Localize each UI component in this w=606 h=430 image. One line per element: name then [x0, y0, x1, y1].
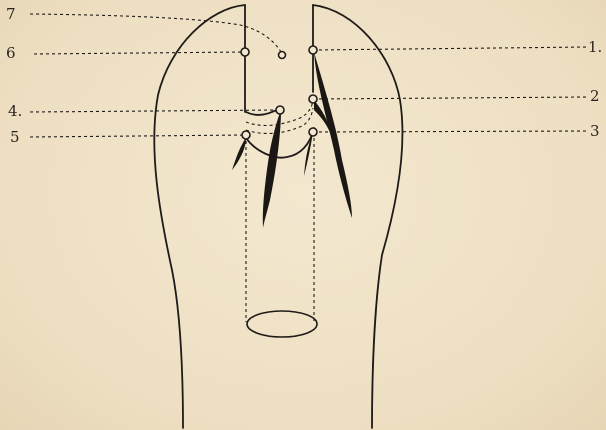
- leader-2: [313, 97, 588, 99]
- leader-7: [30, 14, 281, 52]
- label-3: 3: [590, 122, 600, 140]
- notch-contour: [246, 128, 314, 158]
- outline-left: [154, 5, 245, 428]
- marker-4: [276, 106, 284, 114]
- label-7: 7: [6, 5, 16, 23]
- label-4: 4.: [8, 102, 22, 120]
- outline-right: [313, 5, 402, 428]
- marker-5: [242, 131, 250, 139]
- filament-center: [263, 110, 281, 228]
- marker-2: [309, 95, 317, 103]
- label-6: 6: [6, 44, 16, 62]
- leader-6: [34, 52, 245, 54]
- notch-upper-arc: [246, 108, 280, 115]
- leader-1: [313, 47, 588, 50]
- marker-6: [241, 48, 249, 56]
- filament-long-right: [314, 52, 352, 218]
- filament-left: [232, 138, 246, 170]
- canal-opening: [247, 311, 317, 337]
- marker-1: [309, 46, 317, 54]
- filament-lower-right: [304, 132, 313, 176]
- label-5: 5: [10, 128, 20, 146]
- label-1: 1.: [588, 38, 602, 56]
- label-2: 2: [590, 87, 600, 105]
- marker-7: [279, 52, 286, 59]
- marker-3: [309, 128, 317, 136]
- leader-5: [30, 135, 246, 137]
- leader-3: [313, 131, 588, 132]
